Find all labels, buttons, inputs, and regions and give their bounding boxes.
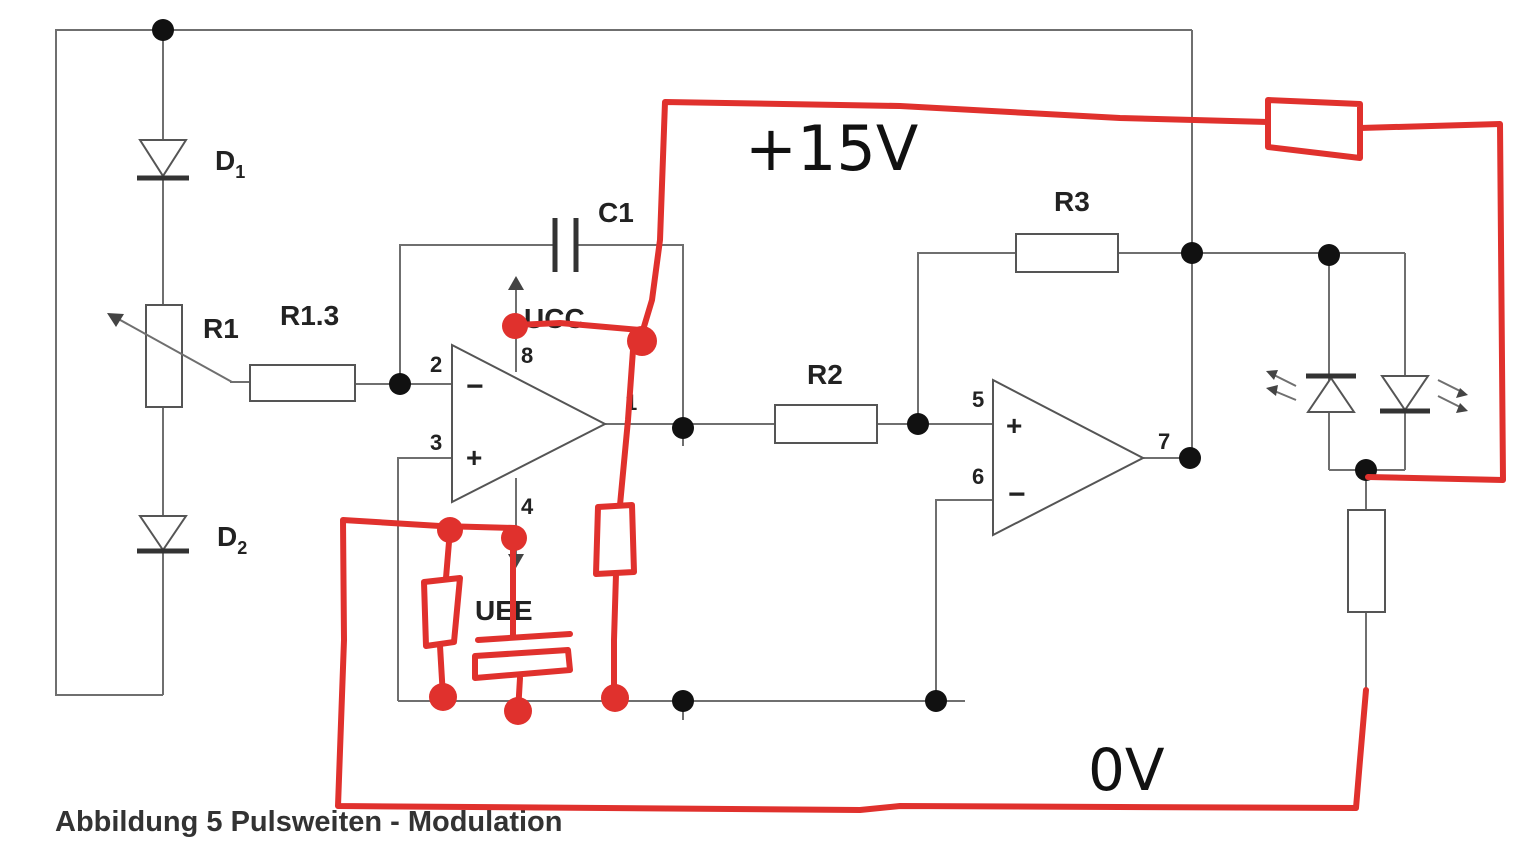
pin-4: 4 bbox=[521, 494, 534, 519]
red-resistor-left bbox=[421, 575, 463, 649]
red-dots bbox=[429, 313, 657, 725]
label-r2: R2 bbox=[807, 359, 843, 390]
label-r1: R1 bbox=[203, 313, 239, 344]
red-plus15v-wire bbox=[637, 99, 1271, 343]
pin-6: 6 bbox=[972, 464, 984, 489]
led-left bbox=[1266, 370, 1356, 413]
red-right-wire bbox=[1357, 121, 1506, 483]
junction-nodes bbox=[152, 19, 1377, 712]
opamp1-plus-sign: + bbox=[466, 442, 482, 473]
red-capacitor bbox=[472, 537, 573, 715]
red-ucc-link bbox=[512, 320, 643, 333]
capacitor-c1 bbox=[552, 218, 579, 272]
label-r1-3: R1.3 bbox=[280, 300, 339, 331]
resistor-r3 bbox=[1015, 233, 1119, 273]
annotation-0v: 0V bbox=[1088, 736, 1165, 804]
diode-d2 bbox=[137, 515, 189, 554]
led-right bbox=[1380, 375, 1468, 414]
red-annotations bbox=[335, 97, 1506, 813]
resistor-led bbox=[1347, 509, 1386, 613]
potentiometer-r1 bbox=[107, 304, 233, 408]
pin-2: 2 bbox=[430, 352, 442, 377]
opamp-1 bbox=[451, 343, 608, 504]
resistor-r1-3 bbox=[249, 364, 356, 402]
ucc-arrow-icon bbox=[508, 276, 524, 290]
pin-3: 3 bbox=[430, 430, 442, 455]
red-resistor-middle-lead bbox=[611, 571, 619, 700]
opamp-2 bbox=[992, 378, 1146, 537]
annotation-plus15v: +15V bbox=[745, 112, 918, 185]
opamp1-minus-sign: − bbox=[466, 370, 484, 403]
red-vertical-link bbox=[617, 347, 636, 508]
label-c1: C1 bbox=[598, 197, 634, 228]
red-0v-wire bbox=[335, 517, 1369, 813]
opamp2-minus-sign: − bbox=[1008, 478, 1026, 511]
resistor-r2 bbox=[774, 404, 878, 444]
label-d1: D1 bbox=[215, 145, 245, 182]
pin-5: 5 bbox=[972, 387, 984, 412]
label-ucc: UCC bbox=[524, 303, 585, 334]
red-resistor-middle bbox=[593, 502, 637, 577]
component-labels: D1 D2 R1 R1.3 C1 UCC UEE R2 R3 − + + − bbox=[203, 145, 1090, 626]
label-r3: R3 bbox=[1054, 186, 1090, 217]
opamp2-plus-sign: + bbox=[1006, 410, 1022, 441]
pin-8: 8 bbox=[521, 343, 533, 368]
diode-d1 bbox=[137, 139, 189, 181]
label-uee: UEE bbox=[475, 595, 533, 626]
figure-caption: Abbildung 5 Pulsweiten - Modulation bbox=[55, 806, 562, 838]
red-resistor-top bbox=[1265, 97, 1363, 161]
pin-7: 7 bbox=[1158, 429, 1170, 454]
label-d2: D2 bbox=[217, 521, 247, 558]
